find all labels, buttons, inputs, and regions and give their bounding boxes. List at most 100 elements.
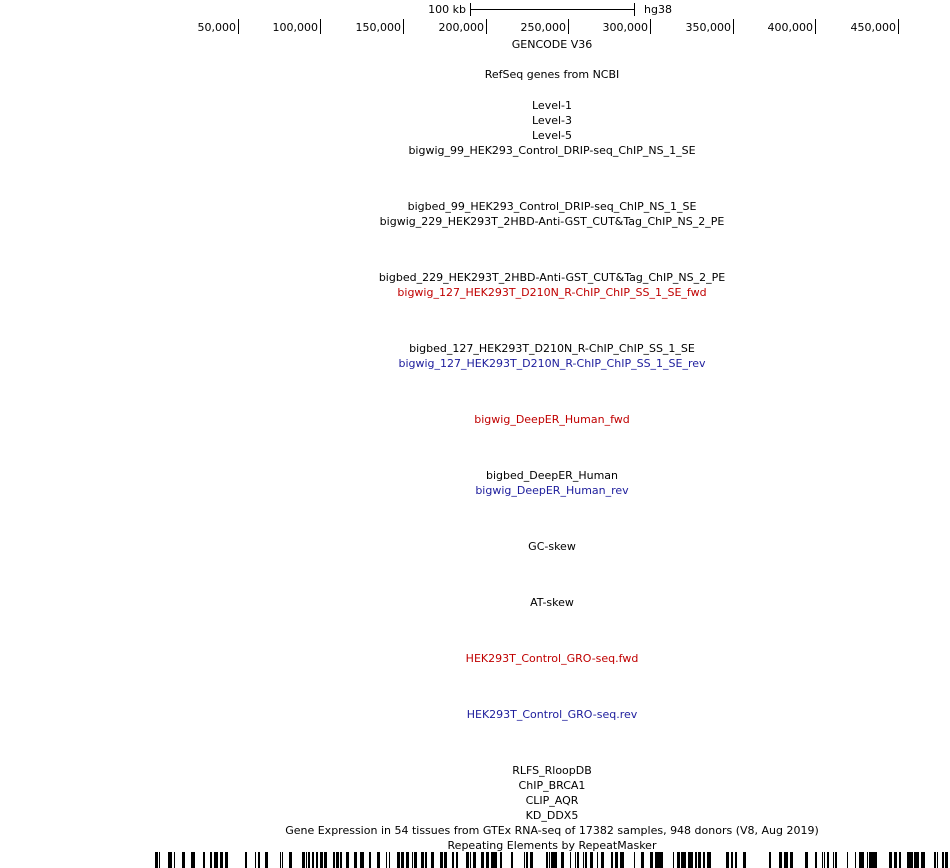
repeat-element-bar xyxy=(707,852,710,868)
repeat-element-bar xyxy=(869,852,872,868)
repeat-element-bar xyxy=(440,852,443,868)
repeat-element-bar xyxy=(360,852,361,868)
repeat-element-bar xyxy=(735,852,736,868)
repeat-element-bar xyxy=(847,852,848,868)
repeat-element-bar xyxy=(214,852,216,868)
track-label-kd-ddx5[interactable]: KD_DDX5 xyxy=(525,809,579,822)
repeat-element-bar xyxy=(425,852,427,868)
repeat-element-bar xyxy=(406,852,409,868)
track-label-clip-aqr[interactable]: CLIP_AQR xyxy=(525,794,579,807)
track-label-deeper-fwd[interactable]: bigwig_DeepER_Human_fwd xyxy=(474,413,630,426)
track-label-at-skew[interactable]: AT-skew xyxy=(530,596,574,609)
repeat-element-bar xyxy=(155,852,157,868)
repeat-element-bar xyxy=(690,852,693,868)
repeat-element-bar xyxy=(336,852,339,868)
repeat-element-bar xyxy=(641,852,644,868)
track-label-bigbed-229[interactable]: bigbed_229_HEK293T_2HBD-Anti-GST_CUT&Tag… xyxy=(378,271,726,284)
repeat-element-bar xyxy=(736,852,737,868)
ruler-tick xyxy=(403,19,404,34)
repeat-element-bar xyxy=(397,852,400,868)
repeat-element-bar xyxy=(481,852,484,868)
track-label-bigbed-99[interactable]: bigbed_99_HEK293_Control_DRIP-seq_ChIP_N… xyxy=(407,200,697,213)
repeat-element-bar xyxy=(590,852,593,868)
repeat-element-bar xyxy=(578,852,579,868)
repeat-element-bar xyxy=(815,852,817,868)
repeat-element-bar xyxy=(554,852,557,868)
repeat-element-bar xyxy=(473,852,476,868)
repeat-element-bar xyxy=(174,852,175,868)
repeat-element-bar xyxy=(361,852,364,868)
track-label-rlfs-rloopdb[interactable]: RLFS_RloopDB xyxy=(512,764,592,777)
assembly-label: hg38 xyxy=(644,3,672,16)
repeat-element-bar xyxy=(859,852,862,868)
repeat-element-bar xyxy=(511,852,513,868)
repeat-element-bar xyxy=(312,852,314,868)
ruler-tick-label: 400,000 xyxy=(767,21,814,34)
repeat-element-bar xyxy=(833,852,834,868)
repeat-element-bar xyxy=(790,852,793,868)
repeat-element-bar xyxy=(377,852,380,868)
repeatmasker-track[interactable] xyxy=(155,852,949,868)
track-label-gro-seq-fwd[interactable]: HEK293T_Control_GRO-seq.fwd xyxy=(465,652,639,665)
repeat-element-bar xyxy=(658,852,661,868)
repeat-element-bar xyxy=(444,852,447,868)
repeat-element-bar xyxy=(217,852,218,868)
track-label-deeper-rev[interactable]: bigwig_DeepER_Human_rev xyxy=(475,484,629,497)
track-label-gro-seq-rev[interactable]: HEK293T_Control_GRO-seq.rev xyxy=(466,708,638,721)
repeat-element-bar xyxy=(551,852,554,868)
track-label-bigwig-127-rev[interactable]: bigwig_127_HEK293T_D210N_R-ChIP_ChIP_SS_… xyxy=(398,357,706,370)
track-label-deeper-bigbed[interactable]: bigbed_DeepER_Human xyxy=(485,469,619,482)
track-label-level-1[interactable]: Level-1 xyxy=(531,99,573,112)
repeat-element-bar xyxy=(703,852,705,868)
repeat-element-bar xyxy=(743,852,746,868)
ruler-tick-label: 250,000 xyxy=(520,21,567,34)
repeat-element-bar xyxy=(414,852,417,868)
repeat-element-bar xyxy=(620,852,623,868)
repeat-element-bar xyxy=(386,852,387,868)
ruler-tick-label: 150,000 xyxy=(355,21,402,34)
repeat-element-bar xyxy=(302,852,305,868)
track-label-bigwig-229[interactable]: bigwig_229_HEK293T_2HBD-Anti-GST_CUT&Tag… xyxy=(379,215,725,228)
repeat-element-bar xyxy=(265,852,268,868)
repeat-element-bar xyxy=(673,852,674,868)
track-label-repeatmasker[interactable]: Repeating Elements by RepeatMasker xyxy=(447,839,657,852)
repeat-element-bar xyxy=(225,852,228,868)
repeat-element-bar xyxy=(583,852,584,868)
track-label-gc-skew[interactable]: GC-skew xyxy=(528,540,576,553)
repeat-element-bar xyxy=(316,852,318,868)
repeat-element-bar xyxy=(530,852,533,868)
track-label-bigwig-99[interactable]: bigwig_99_HEK293_Control_DRIP-seq_ChIP_N… xyxy=(408,144,696,157)
track-label-bigwig-127-fwd[interactable]: bigwig_127_HEK293T_D210N_R-ChIP_ChIP_SS_… xyxy=(397,286,707,299)
repeat-element-bar xyxy=(280,852,281,868)
repeat-element-bar xyxy=(907,852,909,868)
repeat-element-bar xyxy=(494,852,497,868)
repeat-element-bar xyxy=(899,852,901,868)
repeat-element-bar xyxy=(921,852,924,868)
repeat-element-bar xyxy=(827,852,829,868)
track-label-refseq[interactable]: RefSeq genes from NCBI xyxy=(484,68,620,81)
repeat-element-bar xyxy=(401,852,404,868)
repeat-element-bar xyxy=(661,852,663,868)
ruler-tick-label: 100,000 xyxy=(272,21,319,34)
repeat-element-bar xyxy=(874,852,877,868)
repeat-element-bar xyxy=(681,852,683,868)
repeat-element-bar xyxy=(894,852,896,868)
ruler-tick xyxy=(486,19,487,34)
track-label-bigbed-127[interactable]: bigbed_127_HEK293T_D210N_R-ChIP_ChIP_SS_… xyxy=(409,342,695,355)
repeat-element-bar xyxy=(456,852,458,868)
track-label-gtex[interactable]: Gene Expression in 54 tissues from GTEx … xyxy=(285,824,819,837)
repeat-element-bar xyxy=(911,852,913,868)
repeat-element-bar xyxy=(835,852,837,868)
track-label-gencode[interactable]: GENCODE V36 xyxy=(511,38,593,51)
track-label-chip-brca1[interactable]: ChIP_BRCA1 xyxy=(518,779,586,792)
repeat-element-bar xyxy=(549,852,550,868)
repeat-element-bar xyxy=(601,852,602,868)
repeat-element-bar xyxy=(258,852,260,868)
repeat-element-bar xyxy=(634,852,635,868)
repeat-element-bar xyxy=(909,852,911,868)
track-label-level-5[interactable]: Level-5 xyxy=(531,129,573,142)
repeat-element-bar xyxy=(354,852,357,868)
track-label-level-3[interactable]: Level-3 xyxy=(531,114,573,127)
ruler-tick-label: 350,000 xyxy=(685,21,732,34)
